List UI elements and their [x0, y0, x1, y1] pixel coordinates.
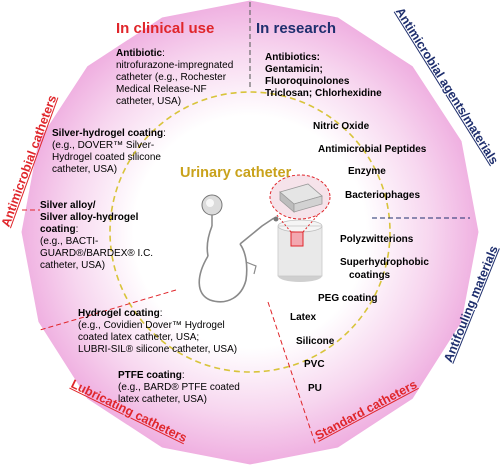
research-antifouling: Polyzwitterions [340, 234, 414, 245]
hydrogel-title: Hydrogel coating [78, 308, 160, 319]
silver-alloy-line: (e.g., BACTI- [40, 236, 99, 247]
antibiotic-line: Medical Release-NF [116, 84, 207, 95]
research-standard: PU [308, 383, 322, 394]
ptfe-line: latex catheter, USA) [118, 394, 207, 405]
research-antifouling: Superhydrophobic [340, 257, 429, 268]
ptfe-line: (e.g., BARD® PTFE coated [118, 382, 240, 393]
silver-alloy-line: catheter, USA) [40, 260, 106, 271]
silver-hydrogel-line: Hydrogel coated silicone [52, 152, 161, 163]
antibiotic-line: nitrofurazone-impregnated [116, 60, 234, 71]
hydrogel-line: coated latex catheter, USA; [78, 332, 200, 343]
magnified-view [269, 174, 331, 220]
silver-alloy-title: Silver alloy-hydrogel [40, 212, 139, 223]
antibiotic-line: catheter (e.g., Rochester [116, 72, 227, 83]
outer-polygon [20, 0, 480, 465]
silver-alloy-line: GUARD®/BARDEX® I.C. [40, 248, 154, 259]
divider-bottom-right [267, 301, 317, 447]
silver-hydrogel-line: (e.g., DOVER™ Silver- [52, 140, 155, 151]
research-antibiotic-item: Fluoroquinolones [265, 76, 350, 87]
research-antibiotics-title: Antibiotics [265, 52, 317, 63]
hydrogel-line: (e.g., Covidien Dover™ Hydrogel [78, 320, 225, 331]
research-standard: Silicone [296, 336, 335, 347]
silver-hydrogel-line: catheter, USA) [52, 164, 118, 175]
antibiotic-title: Antibiotic [116, 48, 163, 59]
silver-alloy-title: Silver alloy/ [40, 200, 96, 211]
research-agent: Bacteriophages [345, 190, 421, 201]
hydrogel-line: LUBRI-SIL® silicone catheter, USA) [78, 344, 238, 355]
catheter-cross-section [275, 207, 325, 282]
research-standard: PVC [304, 359, 325, 370]
ptfe-title: PTFE coating [118, 370, 182, 381]
center-label: Urinary catheter [180, 165, 292, 181]
research-standard: Latex [290, 312, 317, 323]
clinical-antibiotic: Antibiotic: nitrofurazone-impregnated ca… [116, 48, 234, 107]
inner-dashed-circle [109, 91, 391, 373]
catheter-illustration [198, 194, 279, 303]
research-antibiotics: Antibiotics: Gentamicin; Fluoroquinolone… [265, 52, 382, 99]
header-research: In research [256, 20, 337, 37]
clinical-hydrogel: Hydrogel coating: (e.g., Covidien Dover™… [78, 308, 238, 355]
silver-alloy-title: coating [40, 224, 76, 235]
research-agent: Nitric Oxide [313, 121, 370, 132]
research-antifouling: PEG coating [318, 293, 378, 304]
research-antibiotic-item: Triclosan; Chlorhexidine [265, 88, 382, 99]
clinical-silver-alloy: Silver alloy/ Silver alloy-hydrogel coat… [40, 200, 154, 271]
silver-hydrogel-title: Silver-hydrogel coating [52, 128, 164, 139]
clinical-silver-hydrogel: Silver-hydrogel coating: (e.g., DOVER™ S… [52, 128, 166, 175]
clinical-ptfe: PTFE coating: (e.g., BARD® PTFE coated l… [118, 370, 240, 405]
research-antifouling: coatings [349, 270, 391, 281]
header-clinical: In clinical use [116, 20, 215, 37]
research-agent: Enzyme [348, 166, 386, 177]
research-agent: Antimicrobial Peptides [318, 144, 427, 155]
research-antibiotic-item: Gentamicin; [265, 64, 323, 75]
antibiotic-line: catheter, USA) [116, 96, 182, 107]
